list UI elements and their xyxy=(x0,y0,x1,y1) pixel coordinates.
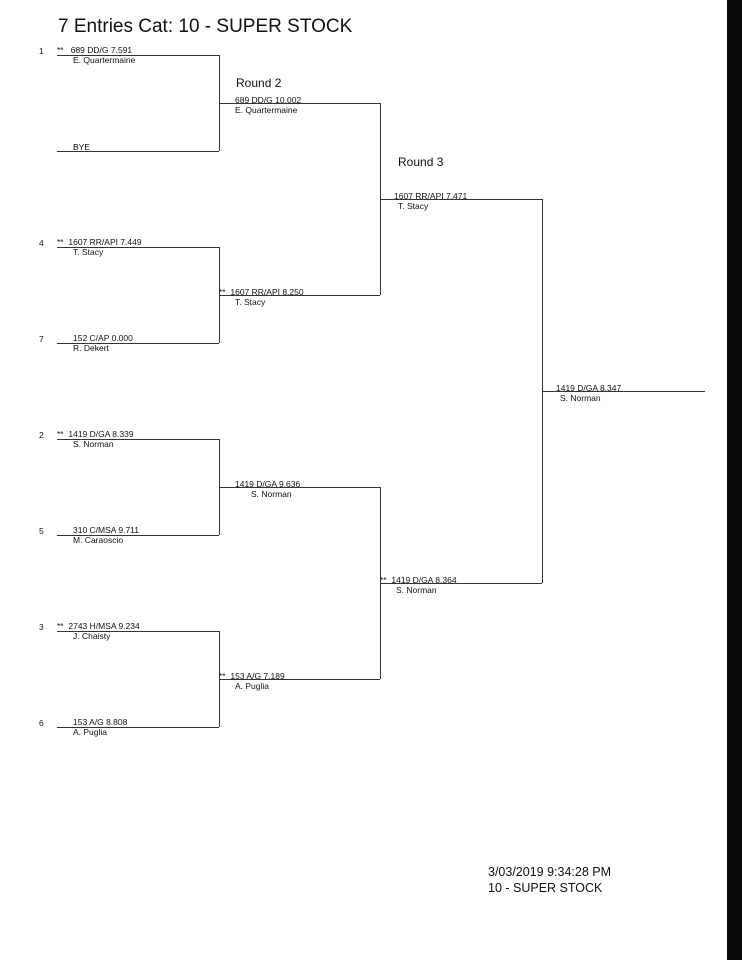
driver-name: S. Norman xyxy=(396,585,437,595)
bye-mark: ** xyxy=(57,45,64,55)
footer: 3/03/2019 9:34:28 PM 10 - SUPER STOCK xyxy=(488,864,611,896)
bracket-line xyxy=(57,55,219,56)
bracket-line xyxy=(219,487,380,488)
bracket-line xyxy=(380,583,542,584)
car-class-et: 153 A/G 8.808 xyxy=(73,717,128,727)
bracket-line xyxy=(57,631,219,632)
round2-entry: ** 153 A/G 7.189 A. Puglia xyxy=(219,671,285,691)
car-class-et: 1607 RR/API 7.471 xyxy=(394,191,468,201)
round-3-label: Round 3 xyxy=(398,155,444,169)
category-label: 10 - SUPER STOCK xyxy=(488,881,603,895)
car-class-et: 1419 D/GA 9.636 xyxy=(235,479,301,489)
seed-number: 1 xyxy=(39,46,44,56)
car-class-et: 1419 D/GA 8.364 xyxy=(391,575,457,585)
car-class-et: 153 A/G 7.189 xyxy=(230,671,285,681)
seed-number: 6 xyxy=(39,718,44,728)
driver-name: T. Stacy xyxy=(398,201,429,211)
car-class-et: 1607 RR/API 7.449 xyxy=(68,237,142,247)
round1-entry: BYE xyxy=(73,142,90,152)
page-title: 7 Entries Cat: 10 - SUPER STOCK xyxy=(58,16,353,37)
bye-mark: ** xyxy=(219,671,226,681)
car-class-et: 1607 RR/API 8.250 xyxy=(230,287,304,297)
driver-name: BYE xyxy=(73,142,91,152)
round1-entry: ** 689 DD/G 7.591 E. Quartermaine xyxy=(57,45,135,65)
driver-name: E. Quartermaine xyxy=(235,105,298,115)
driver-name: A. Puglia xyxy=(73,727,108,737)
bye-mark: ** xyxy=(219,287,226,297)
bracket-line xyxy=(57,343,219,344)
car-class-et: 689 DD/G 10.002 xyxy=(235,95,302,105)
winner-line xyxy=(542,391,705,392)
car-class-et: 689 DD/G 7.591 xyxy=(70,45,133,55)
bracket-line xyxy=(57,247,219,248)
seed-number: 3 xyxy=(39,622,44,632)
seed-number: 4 xyxy=(39,238,44,248)
final-entry: 1419 D/GA 8.347 S. Norman xyxy=(556,383,621,403)
driver-name: J. Chaisty xyxy=(73,631,111,641)
round1-entry: 152 C/AP 0.000 R. Dekert xyxy=(73,333,133,353)
bracket-line xyxy=(219,295,380,296)
bracket-line xyxy=(380,199,542,200)
round1-entry: ** 1607 RR/API 7.449 T. Stacy xyxy=(57,237,142,257)
round-2-label: Round 2 xyxy=(236,76,282,90)
driver-name: S. Norman xyxy=(251,489,292,499)
car-class-et: 1419 D/GA 8.347 xyxy=(556,383,622,393)
bracket-line xyxy=(57,727,219,728)
bracket-line xyxy=(57,439,219,440)
round1-entry: ** 2743 H/MSA 9.234 J. Chaisty xyxy=(57,621,140,641)
round2-entry: 689 DD/G 10.002 E. Quartermaine xyxy=(235,95,301,115)
driver-name: E. Quartermaine xyxy=(73,55,136,65)
driver-name: T. Stacy xyxy=(235,297,266,307)
car-class-et: 2743 H/MSA 9.234 xyxy=(68,621,140,631)
round3-entry: ** 1419 D/GA 8.364 S. Norman xyxy=(380,575,457,595)
round2-entry: 1419 D/GA 9.636 S. Norman xyxy=(235,479,300,499)
car-class-et: 1419 D/GA 8.339 xyxy=(68,429,134,439)
bracket-line xyxy=(57,535,219,536)
bracket-line xyxy=(219,103,380,104)
round1-entry: ** 1419 D/GA 8.339 S. Norman xyxy=(57,429,134,449)
print-datetime: 3/03/2019 9:34:28 PM xyxy=(488,865,612,879)
round3-entry: 1607 RR/API 7.471 T. Stacy xyxy=(394,191,467,211)
screen-edge xyxy=(727,0,742,960)
driver-name: T. Stacy xyxy=(73,247,104,257)
car-class-et: 310 C/MSA 9.711 xyxy=(73,525,139,535)
driver-name: S. Norman xyxy=(560,393,601,403)
seed-number: 7 xyxy=(39,334,44,344)
bracket-line xyxy=(219,679,380,680)
bracket-line xyxy=(57,151,219,152)
driver-name: A. Puglia xyxy=(235,681,270,691)
driver-name: S. Norman xyxy=(73,439,114,449)
round1-entry: 310 C/MSA 9.711 M. Caraoscio xyxy=(73,525,139,545)
bye-mark: ** xyxy=(380,575,387,585)
car-class-et: 152 C/AP 0.000 xyxy=(73,333,133,343)
bye-mark: ** xyxy=(57,237,64,247)
bye-mark: ** xyxy=(57,621,64,631)
round2-entry: ** 1607 RR/API 8.250 T. Stacy xyxy=(219,287,304,307)
bye-mark: ** xyxy=(57,429,64,439)
driver-name: M. Caraoscio xyxy=(73,535,124,545)
seed-number: 5 xyxy=(39,526,44,536)
round1-entry: 153 A/G 8.808 A. Puglia xyxy=(73,717,127,737)
seed-number: 2 xyxy=(39,430,44,440)
driver-name: R. Dekert xyxy=(73,343,109,353)
